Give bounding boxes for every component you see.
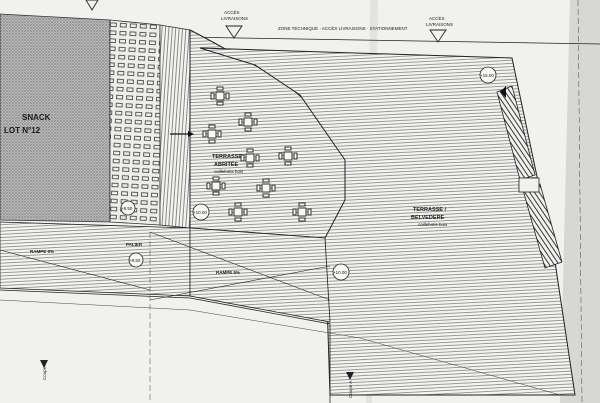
deliveries-left-line1: ACCÈS bbox=[224, 9, 240, 15]
level-landing-value: +8.50 bbox=[129, 258, 141, 263]
shaded-terrace-note: caillebotis bois bbox=[214, 169, 244, 174]
section-mark-right: Coupe A bbox=[348, 381, 353, 398]
stair-arrow-icon bbox=[500, 86, 506, 98]
level-snack-value: +8.50 bbox=[121, 206, 133, 211]
site-boundary-lower-2 bbox=[0, 299, 561, 396]
level-marker-shaded bbox=[192, 203, 210, 221]
section-marker-icon bbox=[346, 372, 354, 380]
level-marker-snack bbox=[120, 200, 136, 216]
level-marker-landing bbox=[128, 252, 144, 268]
deliveries-right-line1: ACCÈS bbox=[429, 15, 445, 21]
deliveries-right-line2: LIVRAISONS bbox=[426, 22, 453, 27]
deck-strip-vertical bbox=[159, 24, 191, 229]
snack-label: SNACK bbox=[22, 113, 51, 122]
landing-label: PALIER bbox=[126, 242, 143, 247]
ramp-band-left bbox=[0, 221, 191, 297]
snack-block bbox=[0, 13, 111, 223]
level-marker-ramp bbox=[332, 263, 350, 281]
ramp-center-label: RAMPE 5% bbox=[216, 270, 240, 275]
delivery-arrow-icon bbox=[429, 29, 447, 43]
technical-zone-label: ZONE TECHNIQUE · ACCÈS LIVRAISONS · STAT… bbox=[278, 25, 408, 31]
axis-line bbox=[577, 0, 583, 403]
ramp-diagonal-2 bbox=[149, 265, 331, 301]
ramp-band-center bbox=[189, 227, 331, 323]
deliveries-left-line2: LIVRAISONS bbox=[221, 16, 248, 21]
delivery-arrow-icon bbox=[225, 25, 243, 39]
level-marker-belvedere bbox=[479, 66, 497, 84]
stair-landing bbox=[518, 177, 540, 193]
ramp-diagonal bbox=[149, 231, 331, 301]
table-set bbox=[202, 86, 312, 222]
shaded-terrace-subtitle: ABRITÉE bbox=[214, 160, 238, 168]
level-ramp-value: +10.00 bbox=[333, 270, 347, 275]
site-boundary-lower bbox=[0, 289, 331, 403]
top-arrow-icon bbox=[85, 0, 99, 11]
section-marker-icon bbox=[40, 360, 48, 368]
snack-lot-label: LOT N°12 bbox=[4, 126, 41, 135]
shaded-terrace-title: TERRASSE bbox=[212, 154, 242, 160]
section-mark-left: Coupe A bbox=[42, 363, 47, 380]
belvedere-subtitle: BELVEDERE bbox=[411, 215, 445, 221]
entry-arrowhead-icon bbox=[188, 131, 194, 137]
level-belvedere-value: +15.00 bbox=[480, 73, 494, 78]
belvedere-note: caillebotis bois bbox=[418, 222, 448, 227]
belvedere-title: TERRASSE / bbox=[413, 207, 446, 213]
ramp-left-label: RAMPE 5% bbox=[30, 249, 54, 254]
stair-upper bbox=[496, 85, 536, 181]
seating-strip bbox=[109, 19, 161, 226]
ramp-diagonal-3 bbox=[0, 249, 151, 291]
level-shaded-value: +10.00 bbox=[193, 210, 207, 215]
